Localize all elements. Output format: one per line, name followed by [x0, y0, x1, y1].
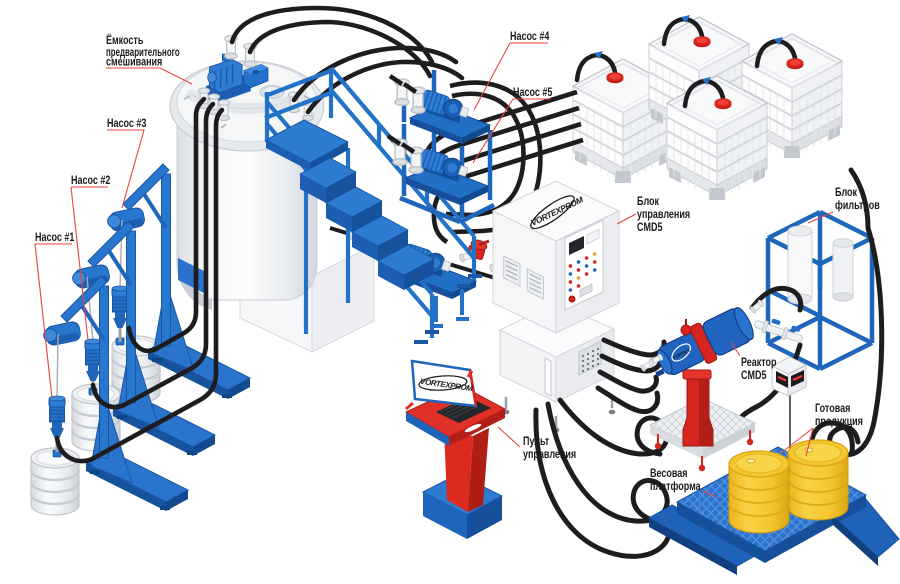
svg-text:Насос #5: Насос #5 [513, 86, 552, 100]
svg-text:Готовая: Готовая [815, 402, 850, 416]
svg-text:Насос #4: Насос #4 [510, 30, 549, 44]
svg-text:предварительного: предварительного [106, 47, 180, 60]
svg-text:платформа: платформа [650, 480, 701, 494]
svg-text:Насос #1: Насос #1 [35, 231, 74, 245]
svg-text:CMD5: CMD5 [741, 369, 767, 383]
svg-text:управления: управления [637, 208, 690, 222]
svg-text:управления: управления [523, 448, 576, 462]
svg-text:Пульт: Пульт [523, 435, 549, 449]
svg-text:Насос #2: Насос #2 [71, 174, 110, 188]
svg-text:Ёмкость: Ёмкость [106, 33, 144, 48]
svg-text:Весовая: Весовая [650, 467, 688, 481]
svg-text:продукция: продукция [815, 415, 863, 429]
svg-text:CMD5: CMD5 [637, 221, 663, 235]
svg-text:фильтров: фильтров [835, 199, 880, 213]
svg-text:Реактор: Реактор [741, 356, 777, 370]
svg-text:Блок: Блок [637, 195, 660, 209]
svg-text:Блок: Блок [835, 186, 858, 200]
svg-text:смешивания: смешивания [106, 55, 162, 69]
svg-text:Насос #3: Насос #3 [107, 117, 146, 131]
